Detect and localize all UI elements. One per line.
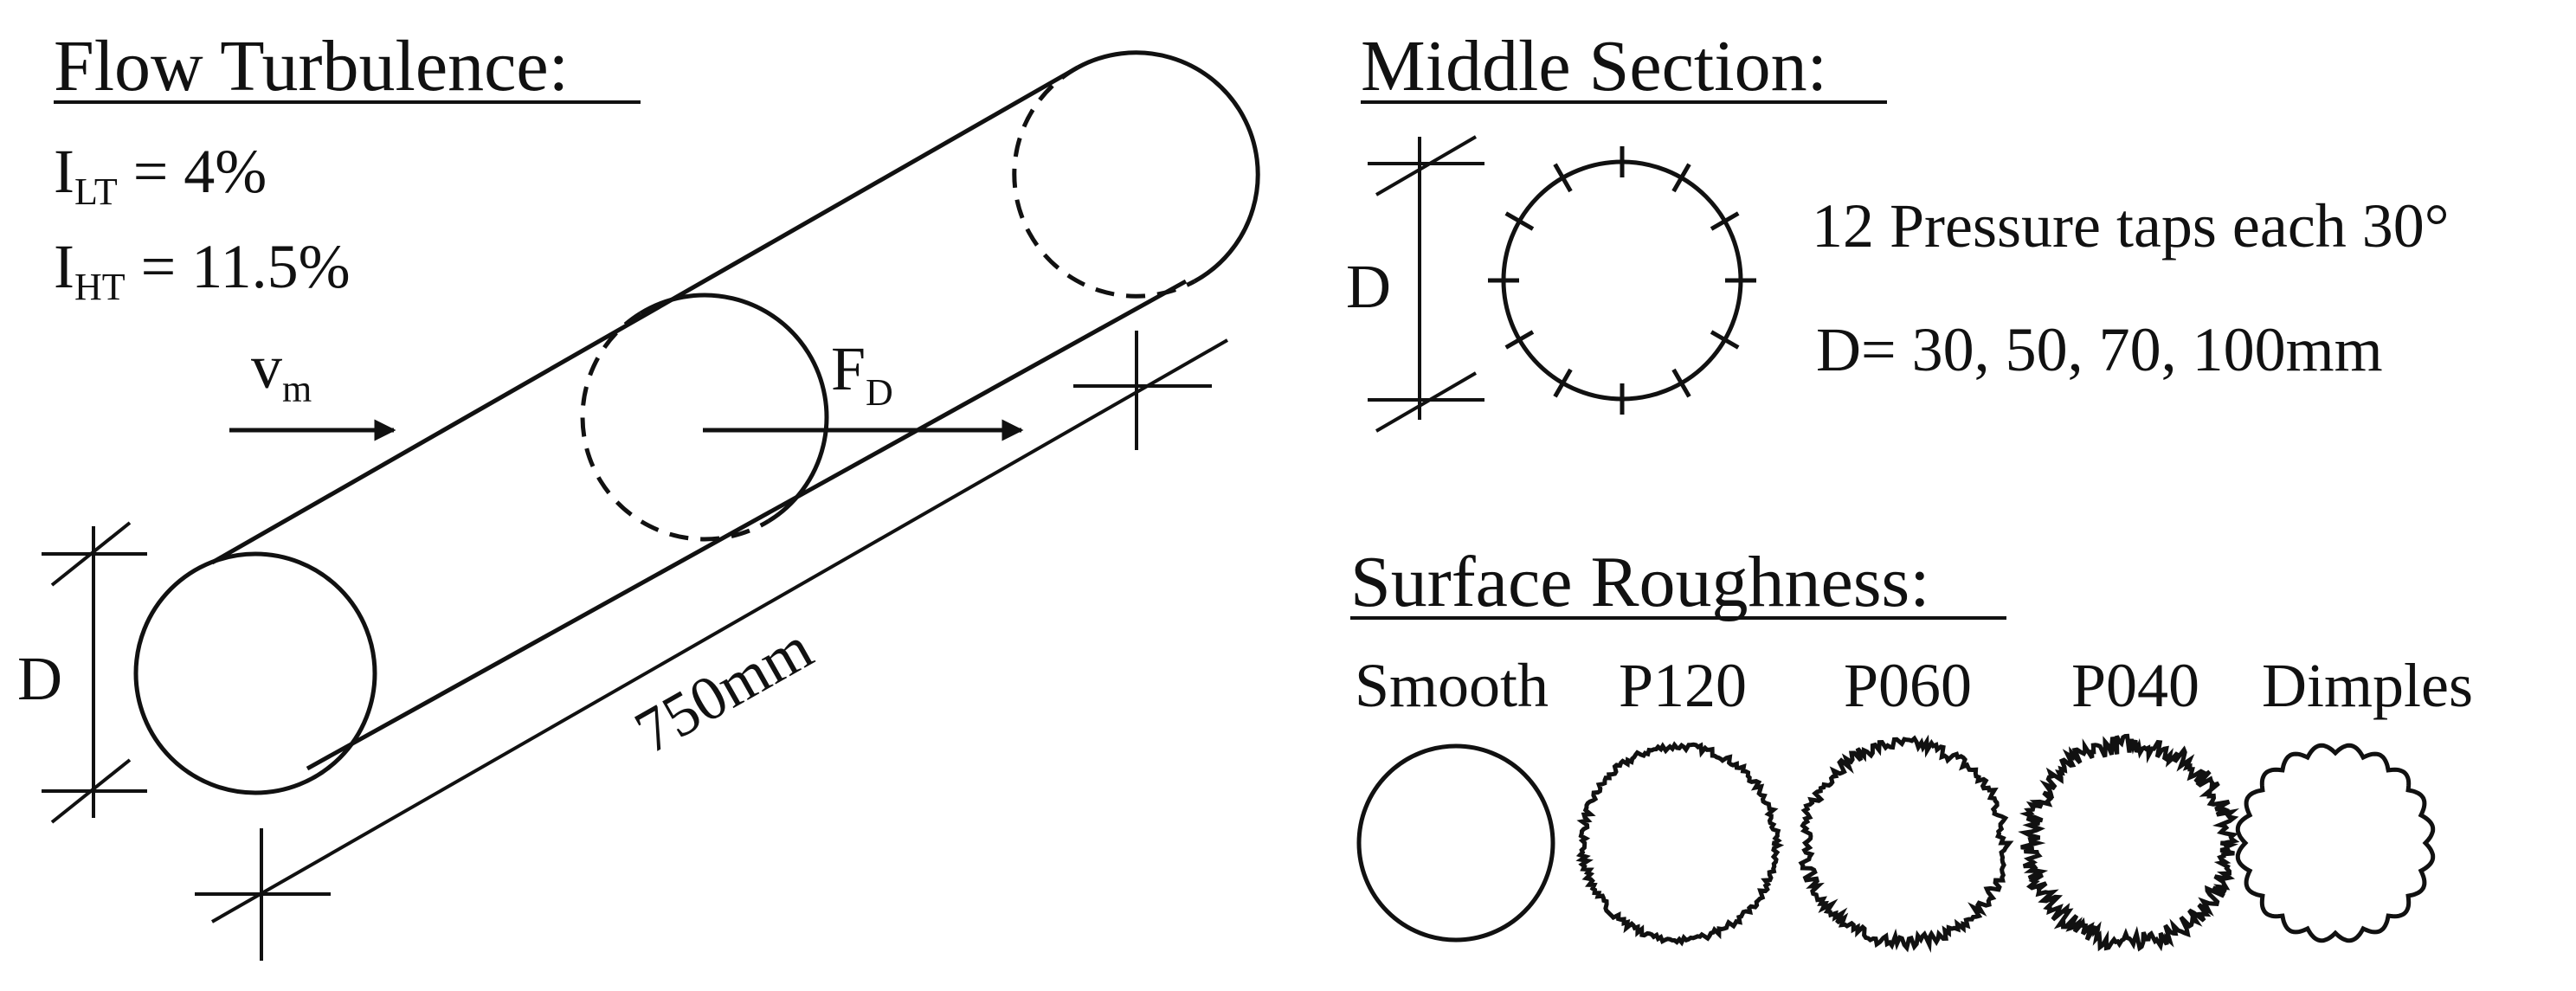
roughness-sample-p040	[2018, 733, 2240, 952]
roughness-sample-p060	[1798, 734, 2014, 954]
roughness-sample-smooth	[1356, 743, 1555, 943]
cylinder-top-edge	[210, 65, 1079, 565]
high-turbulence-symbol: I	[54, 232, 74, 301]
pressure-tap-mark	[1710, 330, 1740, 350]
pressure-tap-mark	[1710, 211, 1740, 231]
pressure-tap-mark	[1553, 368, 1573, 398]
drag-force-label: FD	[831, 334, 893, 414]
cylinder-bottom-edge	[306, 279, 1188, 771]
middle-section-visible-arc	[639, 293, 829, 524]
pressure-tap-mark	[1553, 163, 1573, 193]
surface-roughness-block: Surface Roughness: Smooth P120 P060 P040…	[1350, 542, 2473, 954]
middle-section-hidden-arc	[580, 311, 770, 542]
front-diameter-label: D	[17, 644, 62, 713]
surface-roughness-heading: Surface Roughness:	[1350, 542, 1930, 622]
middle-section-circle	[1501, 159, 1743, 402]
roughness-label-smooth: Smooth	[1355, 651, 1549, 720]
roughness-sample-dimples	[2235, 743, 2436, 943]
front-diameter-dimension: D	[17, 521, 147, 824]
middle-section-block: Middle Section: D 12 Pressure taps each …	[1346, 26, 2450, 433]
pressure-tap-mark	[1671, 163, 1691, 193]
middle-section-diameter-label: D	[1346, 252, 1391, 321]
length-dimension: 750mm	[195, 331, 1228, 961]
pressure-tap-marks	[1488, 146, 1756, 415]
pressure-tap-mark	[1504, 211, 1535, 231]
pressure-tap-mark	[1504, 330, 1535, 350]
middle-section-diameter-dimension: D	[1346, 135, 1484, 433]
roughness-label-p060: P060	[1844, 651, 1972, 720]
low-turbulence-intensity: ILT = 4%	[54, 137, 267, 213]
roughness-label-dimples: Dimples	[2262, 651, 2473, 720]
drag-force-symbol: F	[831, 334, 866, 403]
low-turbulence-symbol: I	[54, 137, 74, 206]
roughness-sample-p120	[1575, 741, 1785, 947]
high-turbulence-value: = 11.5%	[126, 232, 351, 301]
pressure-taps-text: 12 Pressure taps each 30°	[1812, 191, 2450, 261]
cylinder-front-circle	[133, 551, 377, 795]
roughness-label-p120: P120	[1619, 651, 1747, 720]
roughness-label-p040: P040	[2071, 651, 2199, 720]
pressure-tap-mark	[1671, 368, 1691, 398]
low-turbulence-subscript: LT	[74, 171, 118, 213]
flow-velocity-label: vm	[251, 332, 312, 410]
drag-force-subscript: D	[866, 371, 893, 414]
high-turbulence-subscript: HT	[74, 266, 126, 308]
flow-velocity-subscript: m	[282, 368, 312, 410]
rear-circle-visible-arc	[1076, 50, 1260, 284]
rear-circle-hidden-arc	[1012, 65, 1196, 299]
high-turbulence-intensity: IHT = 11.5%	[54, 232, 351, 308]
flow-turbulence-heading: Flow Turbulence:	[54, 26, 569, 106]
flow-turbulence-block: Flow Turbulence: ILT = 4% IHT = 11.5%	[54, 26, 641, 308]
length-label: 750mm	[623, 613, 823, 767]
diameters-text: D= 30, 50, 70, 100mm	[1816, 315, 2383, 384]
middle-section-heading: Middle Section:	[1361, 26, 1827, 106]
flow-velocity-symbol: v	[251, 332, 282, 402]
low-turbulence-value: = 4%	[118, 137, 267, 206]
